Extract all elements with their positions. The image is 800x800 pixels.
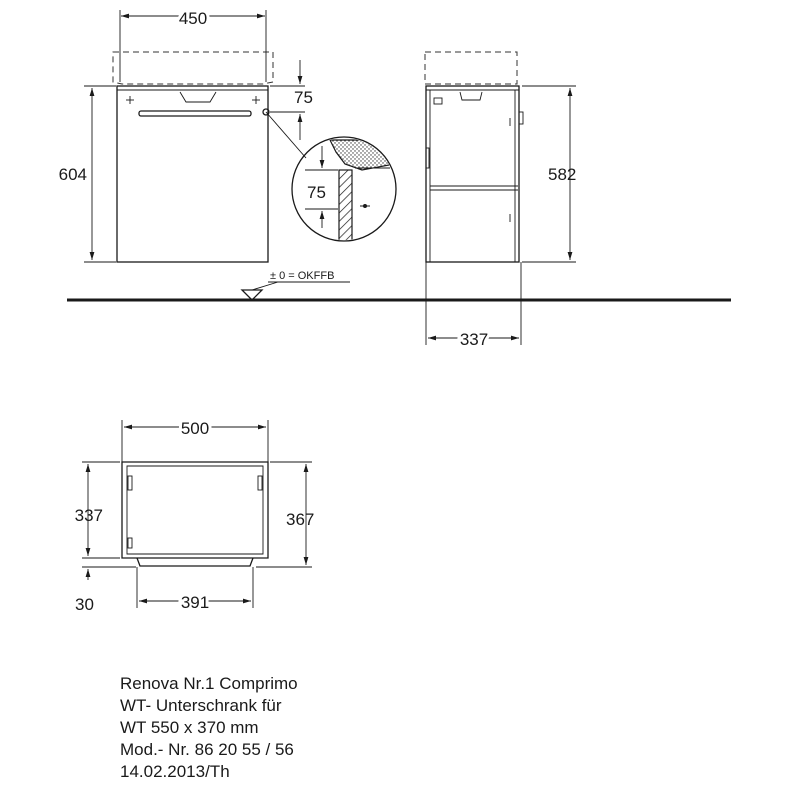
- plan-depth-total-label: 367: [286, 510, 314, 529]
- title-block: Renova Nr.1 Comprimo WT- Unterschrank fü…: [120, 673, 298, 783]
- caption-line-description: WT- Unterschrank für: [120, 696, 282, 715]
- front-height-label: 604: [59, 165, 87, 184]
- detail-circle: [291, 136, 397, 242]
- side-view: 582 337: [424, 51, 576, 352]
- detail-panel: [338, 169, 353, 240]
- detail-leader: [265, 111, 307, 159]
- front-basin-outline: [112, 51, 274, 85]
- front-handle: [138, 110, 252, 117]
- floor-reference: ± 0 = OKFFB: [67, 270, 731, 302]
- plan-base-label: 30: [75, 595, 94, 614]
- plan-base: [136, 557, 254, 567]
- caption-line-basin-size: WT 550 x 370 mm: [120, 718, 259, 737]
- front-cabinet-body: [116, 85, 269, 263]
- detail-offset-label: 75: [307, 183, 326, 202]
- plan-depth-label: 337: [75, 506, 103, 525]
- side-fittings: [425, 91, 524, 222]
- plan-inner-width-label: 391: [181, 593, 209, 612]
- caption-line-model-number: Mod.- Nr. 86 20 55 / 56: [120, 740, 294, 759]
- caption-line-date: 14.02.2013/Th: [120, 762, 230, 781]
- plan-cabinet-outline: [121, 461, 269, 559]
- side-height-label: 582: [548, 165, 576, 184]
- drawer-offset-label: 75: [294, 88, 313, 107]
- side-depth-label: 337: [460, 330, 488, 349]
- front-width-label: 450: [179, 9, 207, 28]
- caption-line-product: Renova Nr.1 Comprimo: [120, 674, 298, 693]
- floor-label: ± 0 = OKFFB: [270, 270, 334, 282]
- front-view: 450 604 75: [59, 6, 313, 263]
- side-basin-outline: [424, 51, 518, 85]
- detail-countertop: [329, 139, 395, 171]
- detail-view: 75: [291, 136, 397, 242]
- plan-width-label: 500: [181, 419, 209, 438]
- plan-view: 500 337 30 367 391: [75, 416, 315, 615]
- hinge-marks: [126, 91, 260, 104]
- side-cabinet-body: [425, 85, 520, 263]
